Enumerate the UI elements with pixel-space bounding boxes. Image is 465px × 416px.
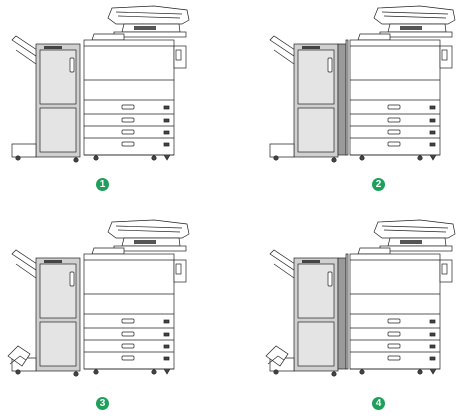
figure-1 <box>4 4 194 164</box>
copier-illustration <box>265 219 456 377</box>
copier-illustration <box>11 5 190 163</box>
figure-label-4: 4 <box>372 397 385 410</box>
figure-2 <box>262 4 456 164</box>
figure-3 <box>4 218 194 378</box>
copier-illustration <box>7 219 190 377</box>
figure-4 <box>262 218 456 378</box>
figure-label-2: 2 <box>372 178 385 191</box>
figure-label-1: 1 <box>96 178 109 191</box>
copier-illustration <box>269 5 456 163</box>
figure-label-3: 3 <box>96 397 109 410</box>
